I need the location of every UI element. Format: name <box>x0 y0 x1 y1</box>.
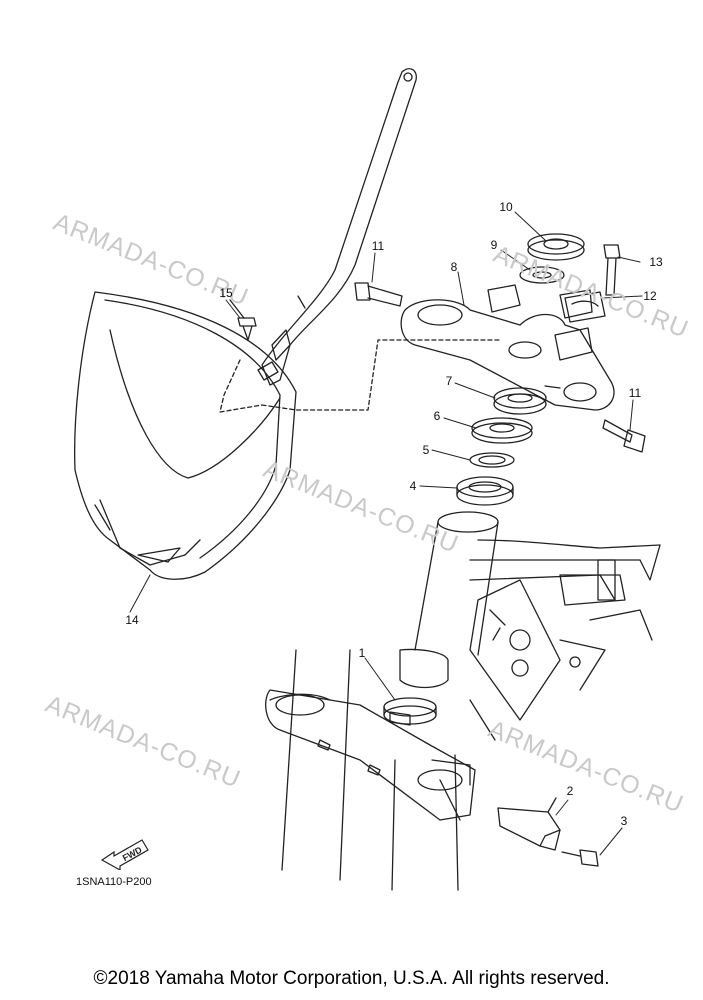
mounting-reference-lines <box>219 339 501 413</box>
lower-bracket <box>265 689 476 821</box>
ring-nut-7 <box>493 387 547 415</box>
headlight-stay <box>257 68 417 386</box>
clamp-12 <box>564 291 606 323</box>
copyright-text: ©2018 Yamaha Motor Corporation, U.S.A. A… <box>93 968 610 989</box>
callout-14: 14 <box>125 613 139 627</box>
bolt-15 <box>229 299 257 341</box>
callout-10: 10 <box>499 200 513 214</box>
callout-9: 9 <box>490 238 498 252</box>
callout-8: 8 <box>450 260 458 274</box>
callout-2: 2 <box>566 784 574 798</box>
bolt-11-upper <box>354 282 403 307</box>
leader-lines <box>129 211 643 856</box>
callout-5: 5 <box>422 443 430 457</box>
cable-guide-2 <box>497 797 561 851</box>
callout-4: 4 <box>409 479 417 493</box>
callout-3: 3 <box>620 814 628 828</box>
callout-12: 12 <box>643 289 657 303</box>
number-plate-cover <box>74 291 297 580</box>
diagram-code: 1SNA110-P200 <box>76 876 152 888</box>
callout-13: 13 <box>649 255 663 269</box>
washer-9 <box>519 266 565 284</box>
callout-11-upper: 11 <box>371 239 385 253</box>
front-fork-tubes <box>269 649 459 891</box>
bolt-13 <box>603 244 621 296</box>
steering-nut-10 <box>527 233 585 261</box>
callout-1: 1 <box>358 646 366 660</box>
bearing-4 <box>456 476 514 506</box>
callout-6: 6 <box>433 409 441 423</box>
screw-3 <box>561 849 599 867</box>
callout-15: 15 <box>219 286 233 300</box>
callout-11-lower: 11 <box>628 386 642 400</box>
bolt-11-lower <box>602 419 646 453</box>
upper-bracket <box>400 284 615 411</box>
frame-steering-head <box>414 511 661 741</box>
callout-7: 7 <box>445 374 453 388</box>
seal-5 <box>469 452 515 468</box>
washer-6 <box>471 417 533 444</box>
forward-arrow-icon: FWD <box>100 839 149 870</box>
